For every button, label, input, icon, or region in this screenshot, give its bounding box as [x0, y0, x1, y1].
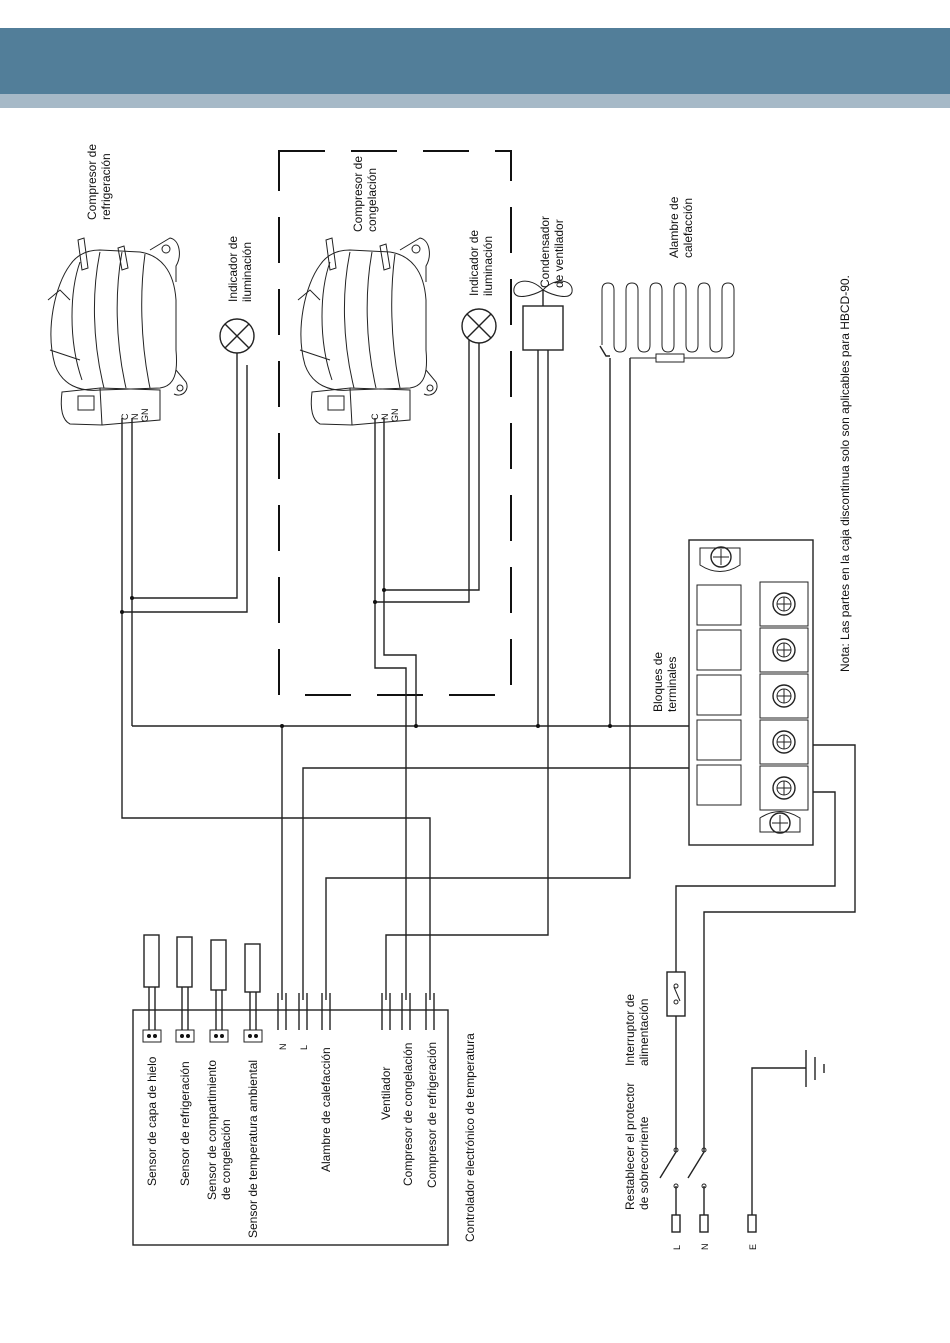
label-sensor-freezer-1: Sensor de compartimiento — [205, 1060, 219, 1200]
label-compresor-refrigeracion-1: Compresor de — [85, 144, 99, 220]
label-alambre-2: calefacción — [681, 198, 695, 258]
terminal-n-2: N — [380, 414, 390, 421]
label-sensor-ice: Sensor de capa de hielo — [145, 1056, 159, 1186]
label-sensor-refrigeration: Sensor de refrigeración — [178, 1061, 192, 1186]
heating-wire — [599, 282, 735, 363]
controller-title: Controlador electrónico de temperatura — [463, 1033, 477, 1242]
dashed-box-hbcd90 — [278, 150, 512, 696]
label-indicador-2b: iluminación — [481, 236, 495, 296]
label-power-n: N — [700, 1244, 710, 1251]
label-bloques-1: Bloques de — [651, 652, 665, 712]
label-compresor-congelacion-2: congelación — [365, 168, 379, 232]
label-power-e: E — [748, 1244, 758, 1250]
label-indicador-1a: Indicador de — [226, 236, 240, 302]
label-sensor-ambient: Sensor de temperatura ambiental — [246, 1060, 260, 1238]
sensor-refrigeration — [175, 936, 195, 1043]
screw-terminal-5 — [772, 776, 796, 800]
label-indicador-1b: iluminación — [240, 242, 254, 302]
screw-terminal-4 — [772, 730, 796, 754]
power-terminal-e — [747, 1214, 757, 1233]
label-compresor-refrigeracion-2: refrigeración — [99, 153, 113, 220]
screw-terminal-1 — [772, 592, 796, 616]
terminal-block — [688, 539, 814, 846]
label-bloques-2: terminales — [665, 657, 679, 712]
terminal-gn-2: GN — [390, 409, 400, 423]
label-power-l: L — [672, 1245, 682, 1250]
label-indicador-2a: Indicador de — [467, 230, 481, 296]
indicator-lamp-1 — [219, 318, 255, 354]
screw-terminal-3 — [772, 684, 796, 708]
screw-terminal-2 — [772, 638, 796, 662]
indicator-lamp-2 — [461, 308, 497, 344]
sensor-ambient — [243, 943, 263, 1043]
label-sensor-freezer-2: de congelación — [219, 1119, 233, 1200]
terminal-c-2: C — [370, 413, 380, 420]
controller-terminals — [277, 993, 435, 1030]
power-terminal-l — [671, 1214, 681, 1233]
terminal-gn-1: GN — [140, 409, 150, 423]
wiring — [120, 340, 856, 1215]
label-ctrl-comp-cong: Compresor de congelación — [401, 1043, 415, 1186]
label-protector-1: Restablecer el protector — [623, 1083, 637, 1210]
header-band — [0, 28, 950, 94]
power-switch — [666, 971, 686, 1017]
sensor-freezer — [209, 939, 229, 1043]
label-interruptor-2: alimentación — [637, 999, 651, 1066]
label-alambre-1: Alambre de — [667, 196, 681, 258]
compressor-refrigeration — [47, 237, 188, 426]
header-stripe — [0, 94, 950, 108]
label-condensador-2: de ventilador — [552, 219, 566, 288]
note-hbcd90: Nota: Las partes en la caja discontinua … — [838, 275, 852, 672]
label-protector-2: de sobrecorriente — [637, 1116, 651, 1210]
label-ctrl-comp-refr: Compresor de refrigeración — [425, 1042, 439, 1188]
sensor-ice — [142, 934, 162, 1043]
label-condensador-1: Condensador — [538, 216, 552, 288]
power-terminal-n — [699, 1214, 709, 1233]
controller-box — [132, 1009, 449, 1246]
terminal-n-1: N — [130, 414, 140, 421]
label-ctrl-ventilador: Ventilador — [379, 1067, 393, 1120]
terminal-c-1: C — [120, 413, 130, 420]
condenser-fan — [513, 280, 573, 351]
label-ctrl-alambre: Alambre de calefacción — [319, 1047, 333, 1172]
label-interruptor-1: Interruptor de — [623, 994, 637, 1066]
label-ctrl-l: L — [299, 1045, 309, 1050]
compressor-freezing — [297, 237, 438, 426]
label-compresor-congelacion-1: Compresor de — [351, 156, 365, 232]
label-ctrl-n: N — [278, 1044, 288, 1051]
